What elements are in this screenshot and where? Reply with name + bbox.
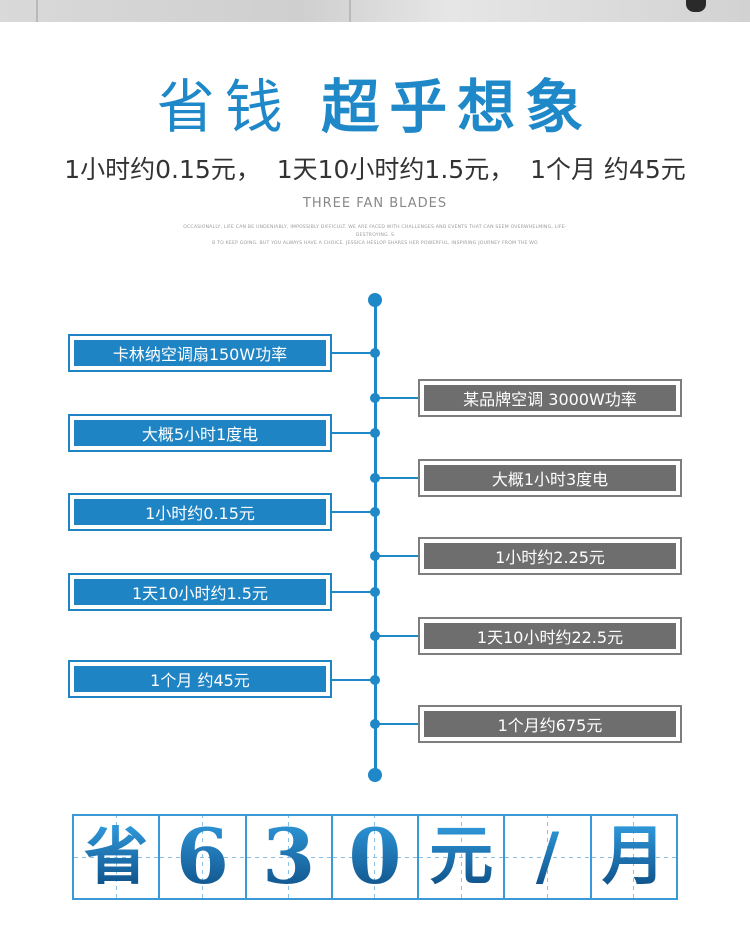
fine-print-line-1: OCCASIONALLY, LIFE CAN BE UNDENIABLY, IM… [183,225,567,238]
fine-print: OCCASIONALLY, LIFE CAN BE UNDENIABLY, IM… [180,224,570,248]
connector-left-5 [330,679,374,681]
english-caption: THREE FAN BLADES [302,196,448,211]
savings-cell: 3 [246,812,333,901]
timeline-dot [370,675,380,685]
photo-seam [36,0,38,22]
left-item-2: 大概5小时1度电 [68,414,332,452]
savings-cell: 元 [419,816,506,898]
savings-period: 月 [601,819,666,894]
page-title: 省钱 超乎想象 [0,72,750,142]
timeline-dot [370,507,380,517]
subtitle: 1小时约0.15元， 1天10小时约1.5元， 1个月 约45元 [64,155,686,184]
timeline-axis [374,300,377,776]
right-item-4: 1天10小时约22.5元 [418,617,682,655]
savings-cell: / [505,816,592,898]
fine-print-line-2: B TO KEEP GOING. BUT YOU ALWAYS HAVE A C… [212,241,538,246]
title-bold: 超乎想象 [321,73,594,141]
photo-dark-edge [686,0,706,12]
photo-seam [349,0,351,22]
top-product-photo-strip [0,0,750,22]
connector-left-3 [330,511,374,513]
savings-unit: 元 [429,819,494,894]
timeline-dot [370,348,380,358]
connector-left-2 [330,432,374,434]
connector-right-4 [376,635,420,637]
right-item-5: 1个月约675元 [418,705,682,743]
timeline-start-dot [368,293,382,307]
savings-digit: 3 [262,812,316,901]
connector-right-1 [376,397,420,399]
connector-right-3 [376,555,420,557]
timeline-dot [370,551,380,561]
timeline-dot [370,473,380,483]
left-item-3: 1小时约0.15元 [68,493,332,531]
connector-right-2 [376,477,420,479]
timeline-dot [370,719,380,729]
left-item-4: 1天10小时约1.5元 [68,573,332,611]
connector-left-1 [330,352,374,354]
timeline-dot [370,631,380,641]
left-item-1: 卡林纳空调扇150W功率 [68,334,332,372]
savings-digit: 6 [175,812,229,901]
right-item-3: 1小时约2.25元 [418,537,682,575]
right-item-1: 某品牌空调 3000W功率 [418,379,682,417]
right-item-2: 大概1小时3度电 [418,459,682,497]
savings-char: 省 [84,819,149,894]
savings-cell: 月 [591,816,676,898]
timeline-dot [370,393,380,403]
timeline-dot [370,587,380,597]
connector-left-4 [330,591,374,593]
title-light: 省钱 [156,73,293,141]
savings-banner: 省 6 3 0 元 / 月 [72,814,678,900]
left-item-5: 1个月 约45元 [68,660,332,698]
savings-digit: 0 [348,812,402,901]
savings-cell: 6 [160,812,247,901]
savings-slash: / [535,819,560,894]
savings-cell: 省 [74,816,161,898]
savings-cell: 0 [332,812,420,901]
timeline-end-dot [368,768,382,782]
timeline-dot [370,428,380,438]
connector-right-5 [376,723,420,725]
